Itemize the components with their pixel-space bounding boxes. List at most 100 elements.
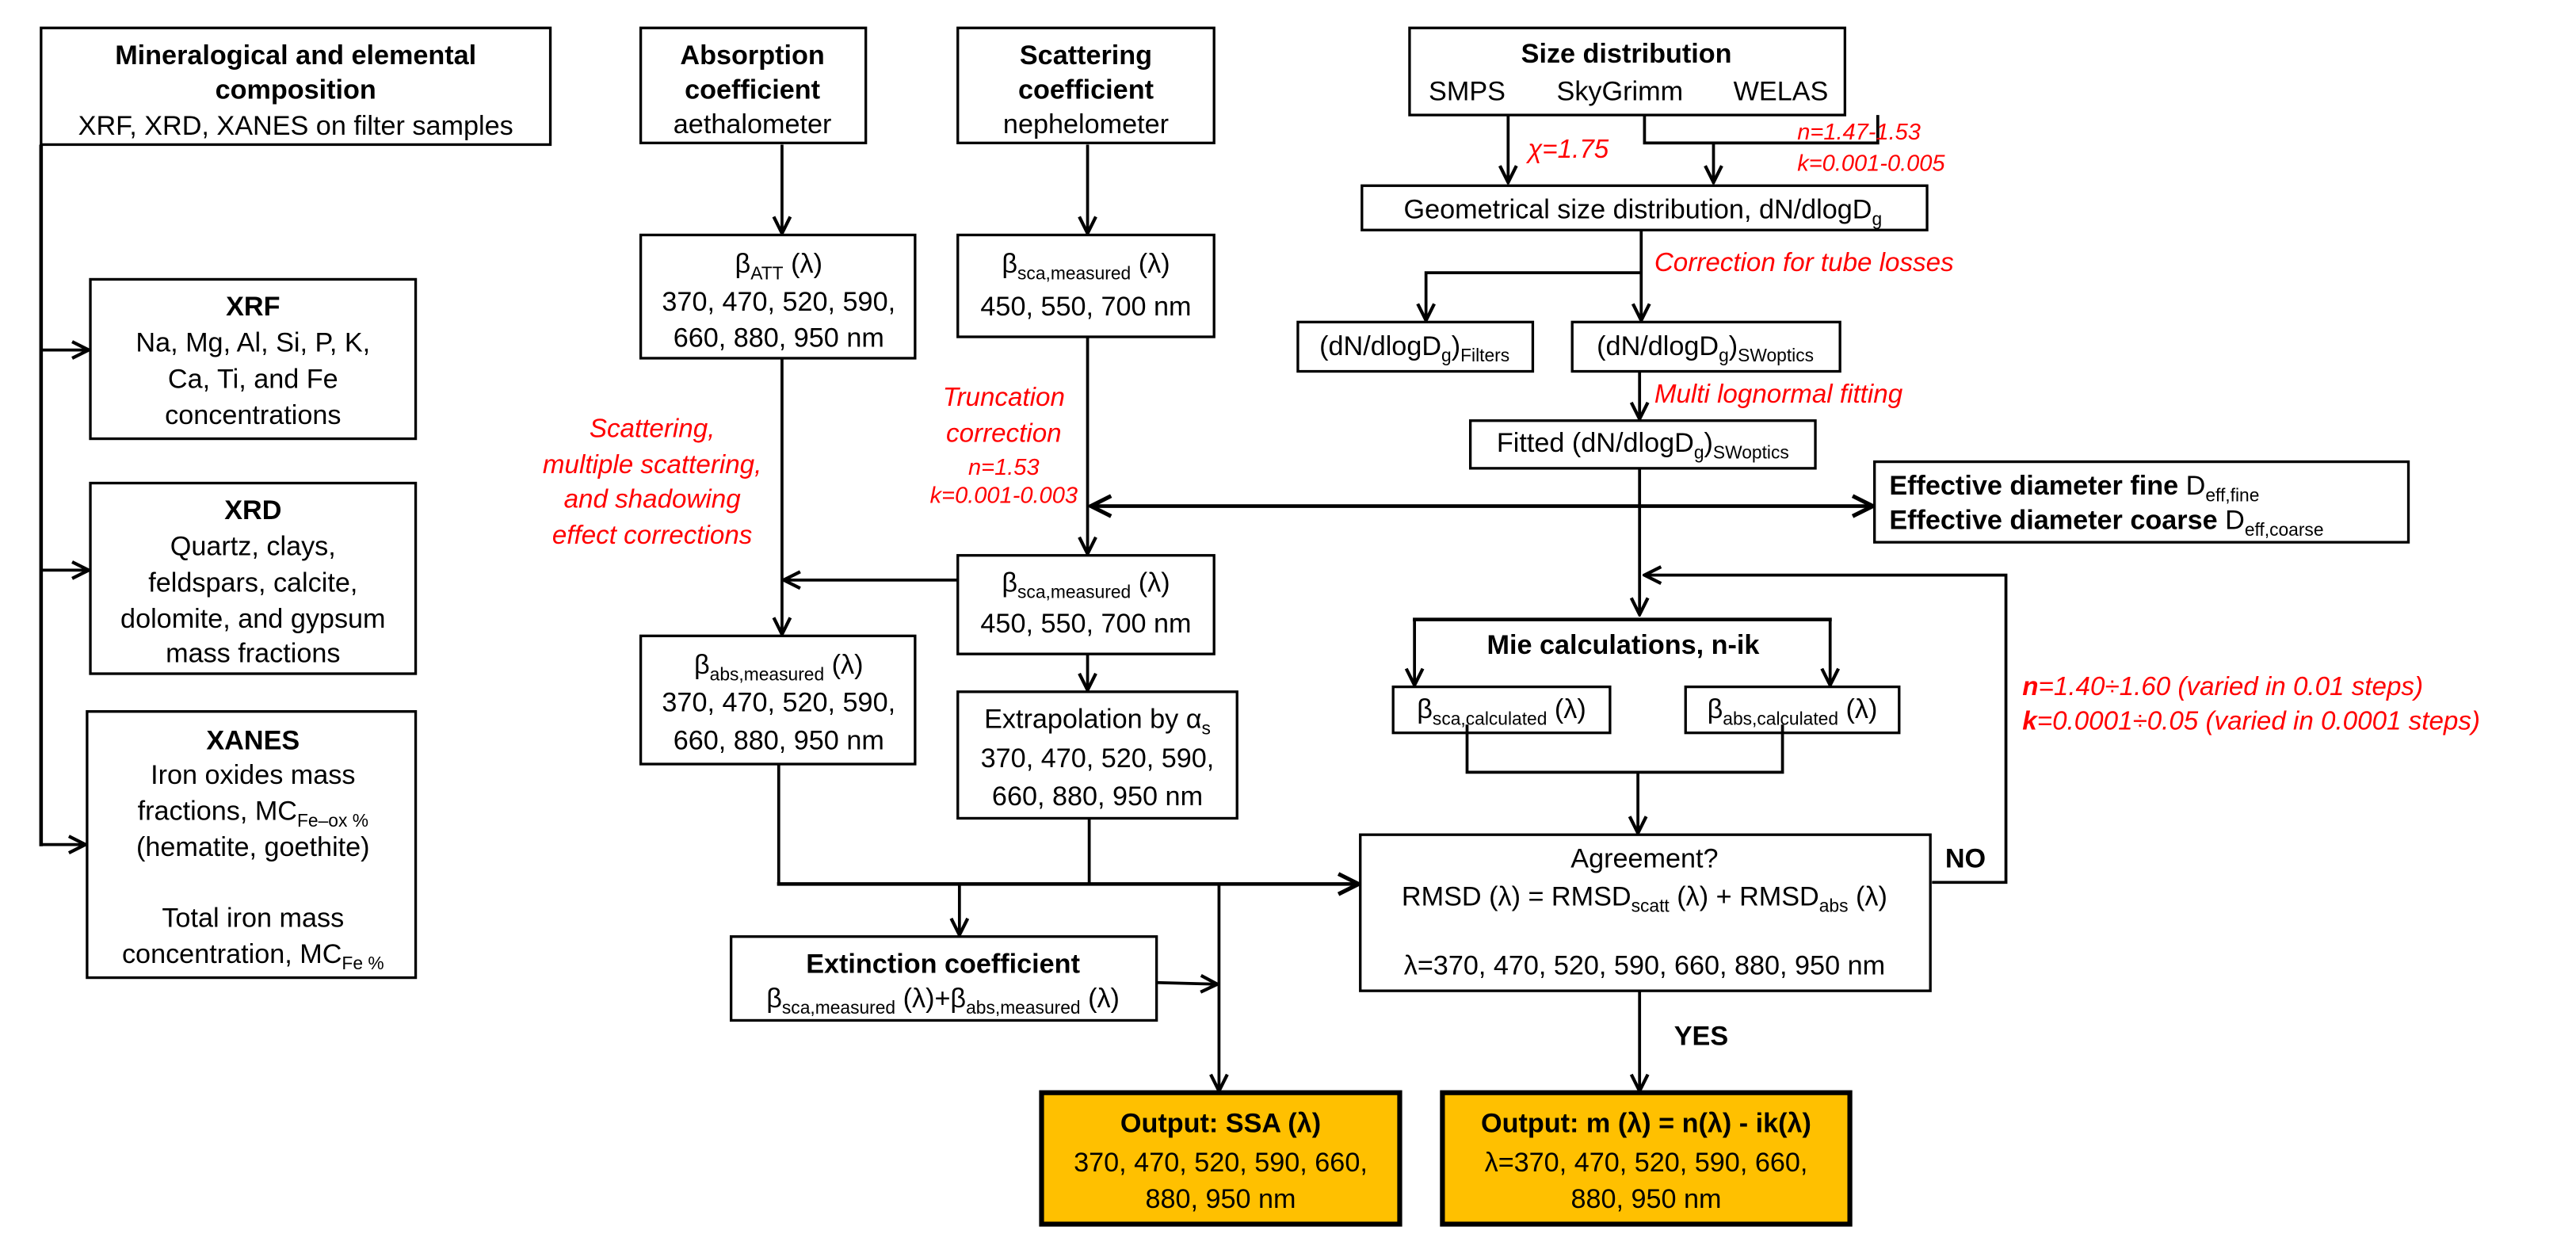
no-label: NO <box>1945 844 1986 874</box>
lognormal-label: Multi lognormal fitting <box>1654 380 1903 409</box>
xrd-line: mass fractions <box>166 639 340 669</box>
nk-ranges-annotation: n=1.40÷1.60 (varied in 0.01 steps) k=0.0… <box>2022 672 2480 736</box>
absorption-title-1: Absorption <box>680 40 824 71</box>
extrapolation-wavelengths-2: 660, 880, 950 nm <box>992 781 1203 812</box>
tube-losses-label: Correction for tube losses <box>1654 248 1954 277</box>
agreement-box: Agreement? RMSD (λ) = RMSDscatt (λ) + RM… <box>1359 833 1932 992</box>
xrd-line: feldspars, calcite, <box>148 567 357 598</box>
calc-join-line <box>1465 724 1784 774</box>
skygrimm-welas-join <box>1643 115 1880 145</box>
beta-abs-box: βabs,measured (λ) 370, 470, 520, 590, 66… <box>639 634 917 766</box>
yes-label: YES <box>1674 1022 1728 1052</box>
fitted-distribution-box: Fitted (dN/dlogDg)SWoptics <box>1468 419 1817 470</box>
eff-diameter-coarse: Effective diameter coarse Deff,coarse <box>1889 506 2323 540</box>
beta-att-label: βATT (λ) <box>735 249 822 283</box>
beta-abs-calculated-box: βabs,calculated (λ) <box>1684 685 1901 735</box>
xrd-title: XRD <box>224 495 281 525</box>
instrument-smps: SMPS <box>1429 76 1506 106</box>
mineral-box-frame <box>40 26 552 147</box>
xanes-line: Total iron mass <box>162 903 344 933</box>
scattering-title-1: Scattering <box>1020 40 1152 71</box>
xrf-line: Na, Mg, Al, Si, P, K, <box>135 328 370 358</box>
arrow-geometrical-to-filters <box>1426 271 1642 320</box>
beta-sca-calc-label: βsca,calculated (λ) <box>1417 694 1586 728</box>
abs-correction-line: Scattering, <box>590 414 716 443</box>
m-output-frame <box>1440 1090 1853 1227</box>
beta-sca-corrected-label: βsca,measured (λ) <box>1002 567 1170 602</box>
beta-sca-corrected-box: βsca,measured (λ) 450, 550, 700 nm <box>956 554 1215 655</box>
beta-abs-calc-label: βabs,calculated (λ) <box>1708 694 1878 728</box>
beta-att-wavelengths-2: 660, 880, 950 nm <box>674 323 884 353</box>
scattering-instrument: nephelometer <box>1003 109 1169 139</box>
abs-correction-annotation: Scattering, multiple scattering, and sha… <box>543 414 761 550</box>
beta-att-frame <box>639 233 917 360</box>
arrow-extinction-to-ssa <box>1156 983 1218 984</box>
xrf-line: concentrations <box>165 400 341 430</box>
ssa-output-frame <box>1039 1090 1402 1227</box>
mineral-composition-box: Mineralogical and elemental composition … <box>40 26 552 147</box>
xrd-box: XRD Quartz, clays, feldspars, calcite, d… <box>89 481 418 675</box>
ssa-output-box: Output: SSA (λ) 370, 470, 520, 590, 660,… <box>1039 1090 1402 1227</box>
xanes-line: concentration, MCFe % <box>122 939 384 973</box>
beta-sca-calculated-box: βsca,calculated (λ) <box>1391 685 1612 735</box>
extinction-title: Extinction coefficient <box>806 949 1080 979</box>
truncation-line: Truncation <box>943 383 1065 412</box>
k-range: k=0.0001÷0.05 (varied in 0.0001 steps) <box>2022 707 2480 736</box>
filters-distribution-box: (dN/dlogDg)Filters <box>1296 320 1535 373</box>
agreement-wavelengths: λ=370, 470, 520, 590, 660, 880, 950 nm <box>1404 950 1885 980</box>
abs-correction-line: and shadowing <box>564 485 742 514</box>
beta-sca-corrected-frame <box>956 554 1215 655</box>
beta-abs-wavelengths-2: 660, 880, 950 nm <box>674 725 884 755</box>
xrf-line: Ca, Ti, and Fe <box>168 364 338 394</box>
mie-title: Mie calculations, n-ik <box>1487 630 1761 660</box>
abs-correction-line: multiple scattering, <box>543 450 761 479</box>
extrapolation-box: Extrapolation by αs 370, 470, 520, 590, … <box>956 690 1238 820</box>
beta-abs-frame <box>639 634 917 766</box>
size-distribution-box: Size distribution SMPS SkyGrimm WELAS <box>1408 26 1847 117</box>
truncation-line: correction <box>946 419 1062 449</box>
m-output-title: Output: m (λ) = n(λ) - ik(λ) <box>1481 1108 1811 1138</box>
agreement-title: Agreement? <box>1570 844 1718 874</box>
beta-abs-label: βabs,measured (λ) <box>694 650 864 684</box>
extinction-box: Extinction coefficient βsca,measured (λ)… <box>729 935 1158 1022</box>
truncation-annotation: Truncation correction n=1.53 k=0.001-0.0… <box>930 383 1078 508</box>
extrapolation-title: Extrapolation by αs <box>984 704 1211 738</box>
xanes-title: XANES <box>206 725 300 755</box>
xrf-box: XRF Na, Mg, Al, Si, P, K, Ca, Ti, and Fe… <box>89 277 418 441</box>
beta-sca-raw-label: βsca,measured (λ) <box>1002 249 1170 283</box>
welas-k: k=0.001-0.005 <box>1797 151 1945 177</box>
feedback-loop-arrow <box>1644 575 2008 884</box>
geometrical-label: Geometrical size distribution, dN/dlogDg <box>1404 195 1883 229</box>
fitted-label: Fitted (dN/dlogDg)SWoptics <box>1497 428 1789 462</box>
effective-diameter-box: Effective diameter fine Deff,fine Effect… <box>1873 460 2410 544</box>
xrd-line: Quartz, clays, <box>170 532 336 562</box>
ssa-output-title: Output: SSA (λ) <box>1120 1108 1321 1138</box>
beta-sca-raw-box: βsca,measured (λ) 450, 550, 700 nm <box>956 233 1215 338</box>
absorption-title-2: coefficient <box>685 75 820 105</box>
m-output-wavelengths-2: 880, 950 nm <box>1570 1184 1721 1214</box>
xanes-box-frame <box>86 710 418 980</box>
geometrical-box: Geometrical size distribution, dN/dlogDg <box>1361 184 1929 231</box>
instrument-welas: WELAS <box>1734 76 1829 106</box>
absorption-box: Absorption coefficient aethalometer <box>639 26 868 145</box>
absorption-box-frame <box>639 26 868 145</box>
beta-abs-calc-frame <box>1684 685 1901 735</box>
beta-sca-raw-frame <box>956 233 1215 338</box>
scattering-box-frame <box>956 26 1215 145</box>
xrd-line: dolomite, and gypsum <box>120 604 385 634</box>
scattering-title-2: coefficient <box>1018 75 1154 105</box>
extinction-frame <box>729 935 1158 1022</box>
beta-sca-raw-wavelengths: 450, 550, 700 nm <box>980 292 1191 322</box>
filters-label: (dN/dlogDg)Filters <box>1319 331 1509 365</box>
size-distribution-title: Size distribution <box>1521 39 1732 69</box>
beta-sca-corrected-wavelengths: 450, 550, 700 nm <box>980 609 1191 639</box>
beta-att-wavelengths-1: 370, 470, 520, 590, <box>662 287 895 317</box>
welas-n: n=1.47-1.53 <box>1797 120 1921 145</box>
beta-abs-wavelengths-1: 370, 470, 520, 590, <box>662 688 895 718</box>
xanes-line: (hematite, goethite) <box>136 832 370 862</box>
swoptics-distribution-box: (dN/dlogDg)SWoptics <box>1570 320 1841 373</box>
chi-label: χ=1.75 <box>1525 135 1609 164</box>
ssa-output-wavelengths-2: 880, 950 nm <box>1145 1184 1296 1214</box>
effective-diameter-frame <box>1873 460 2410 544</box>
